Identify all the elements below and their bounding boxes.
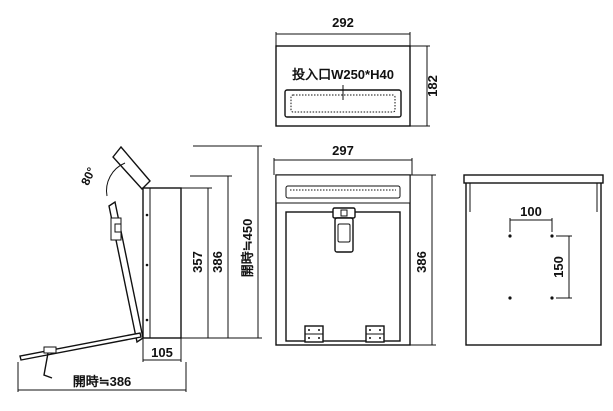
height-386-dimension: 386	[210, 251, 225, 273]
back-lid	[463, 174, 604, 184]
back-body	[465, 177, 602, 346]
side-depth-dimension: 105	[151, 345, 173, 360]
mounting-hole	[550, 234, 554, 238]
top-height-dimension: 182	[425, 75, 440, 97]
bottom-hinge-right	[365, 325, 385, 343]
side-body	[142, 187, 182, 339]
open-depth-dimension: 開時≒386	[73, 374, 132, 389]
open-lid	[112, 145, 151, 191]
top-width-dimension: 292	[332, 15, 354, 30]
lid-angle-label: 80°	[78, 165, 98, 188]
back-view: 100 150	[463, 174, 604, 346]
front-height-dimension: 386	[414, 251, 429, 273]
side-view: 80° 105 357 386 開時≒450	[17, 145, 262, 392]
slot-label: 投入口W250*H40	[292, 67, 394, 82]
hole-spacing-horizontal: 100	[520, 204, 542, 219]
latch	[332, 207, 356, 253]
front-view: 297	[273, 143, 436, 346]
height-357-dimension: 357	[190, 251, 205, 273]
top-view: 292 投入口W250*H40 182	[275, 15, 440, 127]
hole-spacing-vertical: 150	[551, 256, 566, 278]
mounting-hole	[508, 234, 512, 238]
front-flap-open	[19, 332, 142, 361]
open-height-dimension: 開時≒450	[240, 219, 255, 278]
bottom-hinge-left	[304, 325, 324, 343]
front-width-dimension: 297	[332, 143, 354, 158]
mounting-hole	[508, 296, 512, 300]
mounting-hole	[550, 296, 554, 300]
